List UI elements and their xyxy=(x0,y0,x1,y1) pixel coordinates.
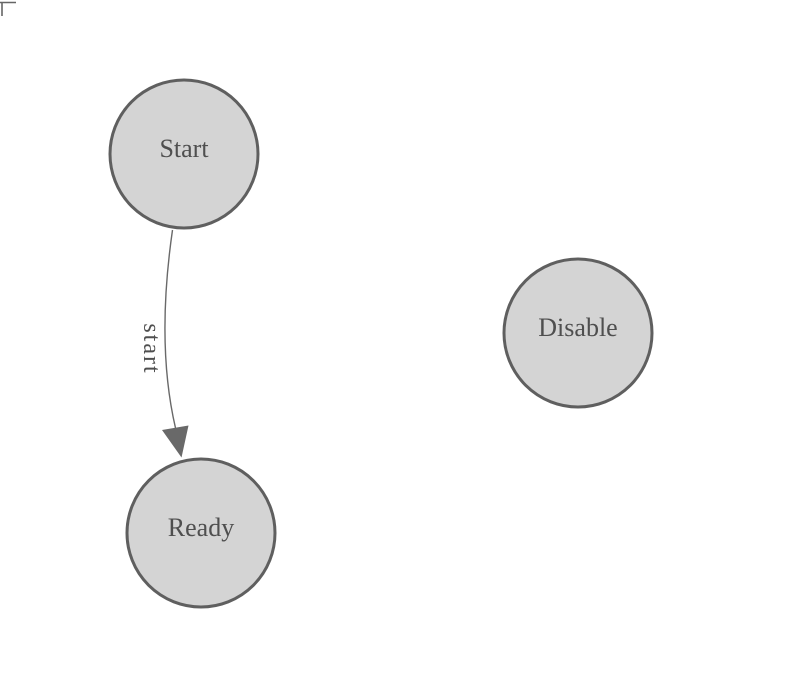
state-node-disable[interactable]: Disable xyxy=(502,257,654,409)
state-circle[interactable] xyxy=(108,78,260,230)
transition-start-to-ready[interactable]: start xyxy=(138,229,189,458)
canvas-corner-marker xyxy=(0,1,16,16)
transition-line[interactable] xyxy=(164,229,177,429)
state-circle[interactable] xyxy=(502,257,654,409)
state-circle[interactable] xyxy=(125,457,277,609)
state-node-ready[interactable]: Ready xyxy=(125,457,277,609)
state-label: Start xyxy=(159,134,209,163)
state-label: Disable xyxy=(538,313,617,342)
transition-label[interactable]: start xyxy=(138,323,164,374)
arrowhead-icon xyxy=(162,425,189,458)
state-node-start[interactable]: Start xyxy=(108,78,260,230)
state-label: Ready xyxy=(168,513,234,542)
